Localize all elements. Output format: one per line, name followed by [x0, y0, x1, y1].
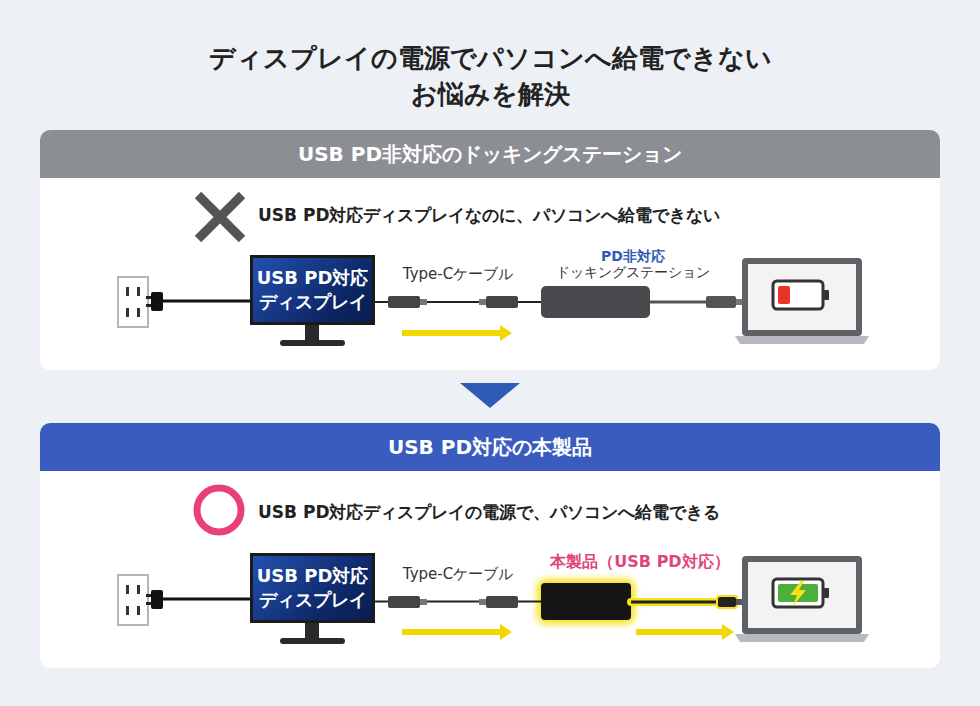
monitor-screen: USB PD対応 ディスプレイ — [250, 553, 375, 623]
cable — [650, 301, 706, 304]
panel-heading: USB PD対応の本製品 — [40, 423, 940, 471]
plug-prong — [146, 296, 151, 299]
panel-statement: USB PD対応ディスプレイの電源で、パソコンへ給電できる — [258, 500, 721, 524]
device-label: PD非対応 ドッキングステーション — [543, 248, 723, 280]
edge-label: Type-Cケーブル — [378, 564, 538, 584]
edge-label: Type-Cケーブル — [378, 264, 538, 284]
panel-card: USB PD非対応のドッキングステーション USB PD対応ディスプレイなのに、パ… — [40, 130, 940, 370]
screen-label: USB PD対応 ディスプレイ — [257, 564, 369, 612]
flow-arrow — [402, 624, 512, 640]
monitor-base — [280, 340, 345, 346]
battery-terminal — [824, 588, 829, 598]
laptop-screen — [742, 258, 862, 336]
power-cord — [163, 598, 250, 601]
scene-bottom — [118, 556, 869, 644]
plug-prong — [146, 304, 151, 307]
wall-outlet — [118, 575, 148, 625]
monitor-base — [280, 638, 345, 644]
device-label: 本製品（USB PD対応） — [540, 551, 740, 573]
cable — [631, 601, 718, 604]
laptop-display — [748, 562, 856, 628]
outlet-slots — [126, 287, 140, 317]
battery — [773, 281, 823, 309]
panel-heading: USB PD非対応のドッキングステーション — [40, 130, 940, 178]
docking-station: PD非対応 ドッキングステーション — [541, 286, 650, 318]
edge-group — [375, 302, 541, 602]
wall-outlet — [118, 277, 148, 327]
battery-full — [778, 584, 818, 602]
plug-prong — [146, 594, 151, 597]
panel-card: USB PD対応の本製品 USB PD対応ディスプレイの電源で、パソコンへ給電でき… — [40, 423, 940, 668]
screen-label: USB PD対応 ディスプレイ — [257, 266, 369, 314]
monitor-screen: USB PD対応 ディスプレイ — [250, 255, 375, 325]
battery — [773, 579, 823, 607]
power-cord — [163, 300, 250, 303]
cable-glow — [631, 598, 718, 606]
cross-mark — [198, 195, 242, 239]
battery-low — [778, 286, 790, 304]
panel-statement: USB PD対応ディスプレイなのに、パソコンへ給電できない — [258, 203, 721, 227]
power-plug — [151, 590, 163, 609]
flow-arrow — [636, 624, 734, 640]
laptop-base — [735, 634, 869, 642]
battery-terminal — [824, 290, 829, 300]
usb-c-tip — [736, 599, 742, 605]
cable-connector — [375, 601, 541, 603]
monitor-neck — [305, 325, 319, 340]
power-plug — [151, 292, 163, 311]
monitor-neck — [305, 623, 319, 638]
title: ディスプレイの電源でパソコンへ給電できない お悩みを解決 — [190, 40, 790, 112]
circle-mark — [197, 488, 241, 532]
type-c-plugs — [388, 296, 518, 608]
charge-bolt — [790, 581, 806, 606]
down-arrow — [460, 383, 520, 408]
plug-glow — [716, 595, 738, 609]
usb-c-plug — [718, 597, 736, 607]
usb-c-plug — [706, 296, 736, 308]
outlet-slots — [126, 585, 140, 615]
usb-c-tip — [736, 299, 742, 305]
laptop-display — [748, 264, 856, 330]
laptop-screen — [742, 556, 862, 634]
cable-connector — [375, 301, 541, 303]
plug-prong — [146, 602, 151, 605]
laptop-base — [735, 336, 869, 344]
scene-top — [118, 258, 869, 346]
flow-arrow — [402, 325, 512, 341]
product-box: 本製品（USB PD対応） — [541, 583, 631, 620]
